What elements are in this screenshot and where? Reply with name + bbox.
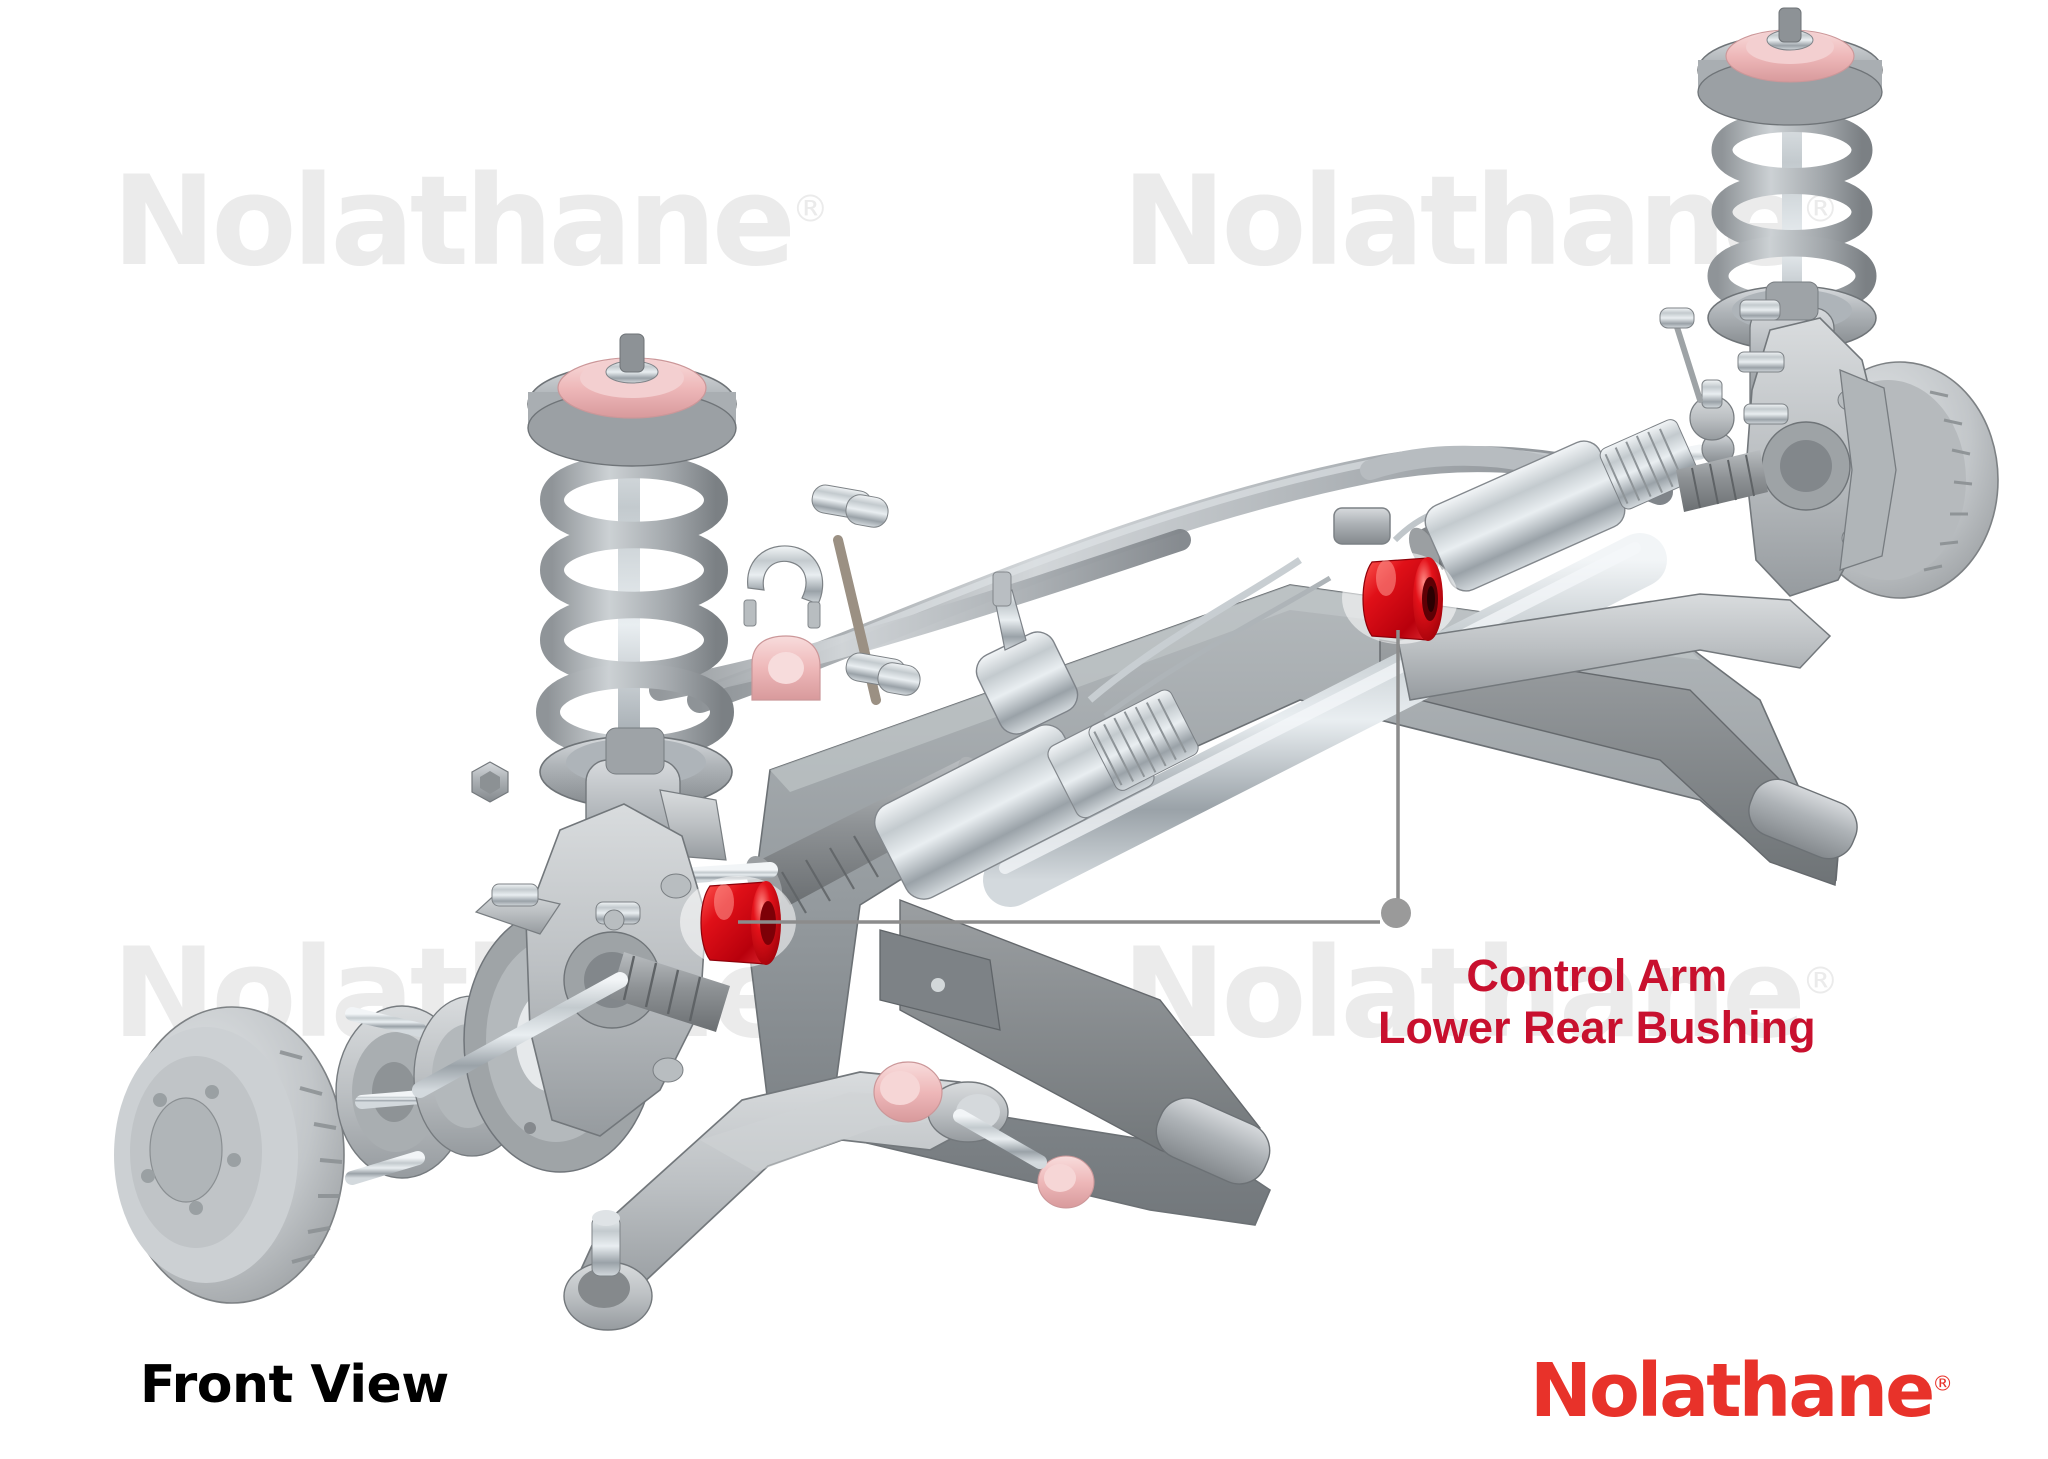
- sway-bar-bushing: [751, 635, 821, 701]
- watermark-text: Nolathane: [1122, 150, 1806, 294]
- view-label-text: Front View: [140, 1355, 449, 1415]
- callout-junction-dot: [1381, 898, 1411, 928]
- drop-link-upper-joint: [811, 484, 889, 528]
- cv-boot-right: [1676, 450, 1768, 512]
- watermark-registered-icon: ®: [1801, 958, 1839, 1003]
- strut-assembly-left: [527, 333, 737, 901]
- drive-shaft-right: [1424, 419, 1700, 592]
- right-wheel-assembly: [1397, 299, 1999, 701]
- watermark-text: Nolathane: [112, 150, 796, 294]
- watermark-bottom-right: Nolathane®: [1122, 922, 1839, 1066]
- sway-bar-bushing-lower: [1037, 1155, 1095, 1209]
- control-arm-front-bushing: [873, 1061, 943, 1123]
- left-wheel-assembly: [114, 803, 730, 1304]
- steering-knuckle-left: [474, 803, 707, 1137]
- view-label: Front View: [140, 1355, 449, 1415]
- strut-assembly-right: [1697, 7, 1883, 429]
- control-arm-lower-rear-bushing-upper: [1342, 552, 1458, 644]
- ball-joint: [563, 1210, 653, 1331]
- rack-pinion-housing: [975, 571, 1079, 735]
- tie-rod-end-right: [1689, 379, 1735, 441]
- sway-bar-clamp: [743, 545, 824, 629]
- lower-control-arm-right: [1397, 593, 1832, 701]
- drive-shaft-left: [874, 689, 1199, 900]
- drop-link-lower-joint: [845, 652, 921, 696]
- sway-bar-link: [811, 484, 921, 705]
- knuckle-bolts-right: [1737, 299, 1789, 425]
- sway-bar-mount-collar: [1333, 507, 1391, 545]
- callout-leader-lines: [738, 630, 1411, 928]
- brand-logo[interactable]: Nolathane®: [1530, 1348, 1953, 1434]
- callout-label: Control Arm Lower Rear Bushing: [1378, 950, 1816, 1054]
- watermark-top-left: Nolathane®: [112, 150, 829, 294]
- callout-line-2: Lower Rear Bushing: [1378, 1002, 1816, 1054]
- lower-control-arm: [563, 1061, 1095, 1331]
- cv-boot-left: [610, 952, 730, 1032]
- strut-top-mount-left: [557, 357, 707, 419]
- loose-nut: [471, 761, 509, 803]
- callout-line-1: Control Arm: [1466, 950, 1728, 1001]
- knuckle-bolts-left: [491, 883, 641, 931]
- brake-caliper-right: [1839, 368, 1897, 571]
- registered-trademark-icon: ®: [1932, 1371, 1953, 1396]
- brake-rotor: [114, 1006, 345, 1304]
- watermark-text: Nolathane: [1122, 922, 1806, 1066]
- brand-logo-text: Nolathane: [1530, 1348, 1935, 1434]
- watermark-registered-icon: ®: [791, 186, 829, 231]
